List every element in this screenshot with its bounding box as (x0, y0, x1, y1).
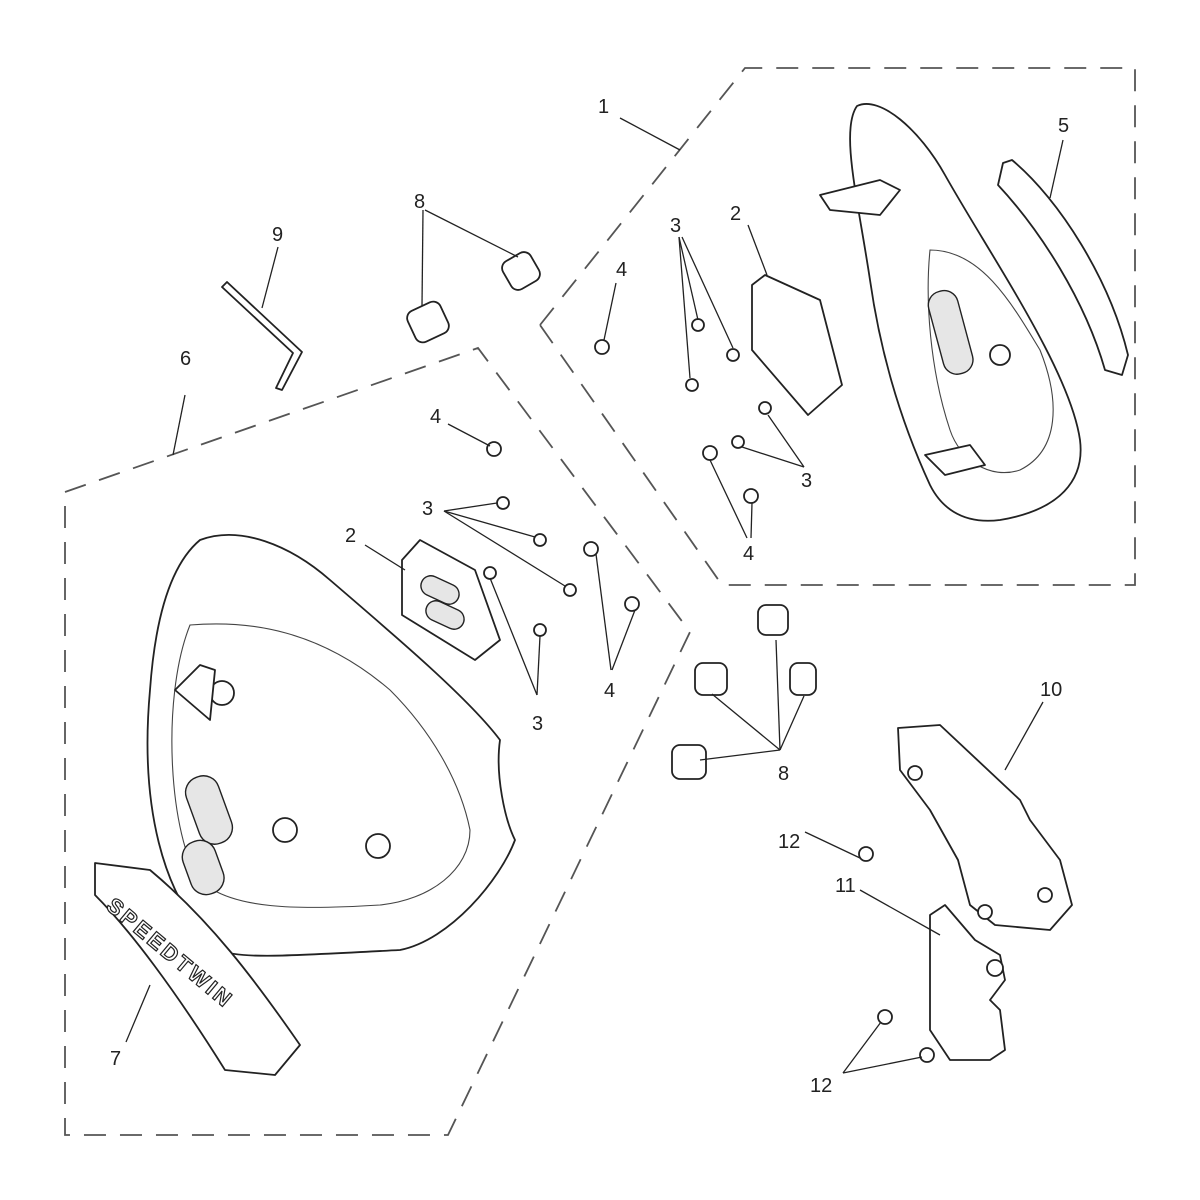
lower-cover-part (146, 534, 516, 957)
callout-2: 2 (730, 203, 741, 225)
leader-lines (125, 117, 1064, 1074)
hex-key-part (221, 281, 303, 391)
callout-1: 1 (598, 96, 609, 118)
trim-strip-part (997, 159, 1129, 376)
callout-9: 9 (272, 224, 283, 246)
bracket-cover-part (897, 724, 1073, 931)
callout-3: 3 (532, 713, 543, 735)
callout-2: 2 (345, 525, 356, 547)
callout-8: 8 (778, 763, 789, 785)
callout-12: 12 (810, 1075, 832, 1097)
callouts: 1 5 2 3 4 3 4 8 9 6 4 3 2 4 3 8 10 12 11… (110, 96, 1069, 1097)
screws-part-12 (858, 846, 935, 1063)
washers-part-3 (483, 318, 772, 637)
callout-3: 3 (801, 470, 812, 492)
callout-3: 3 (670, 215, 681, 237)
callout-4: 4 (430, 406, 441, 428)
kit-6-outline (64, 346, 692, 1136)
callout-3: 3 (422, 498, 433, 520)
callout-12: 12 (778, 831, 800, 853)
callout-6: 6 (180, 348, 191, 370)
callout-11: 11 (835, 875, 856, 897)
callout-4: 4 (604, 680, 615, 702)
kit-1-outline (539, 67, 1136, 586)
callout-5: 5 (1058, 115, 1069, 137)
small-cover-part (929, 904, 1006, 1061)
upper-cover-part (819, 103, 1082, 522)
gasket-plate-upper (751, 274, 843, 416)
callout-8: 8 (414, 191, 425, 213)
grommets-part-8 (406, 251, 817, 780)
callout-10: 10 (1040, 679, 1062, 701)
callout-4: 4 (616, 259, 627, 281)
screws-part-4 (486, 339, 759, 612)
callout-4: 4 (743, 543, 754, 565)
callout-7: 7 (110, 1048, 121, 1070)
